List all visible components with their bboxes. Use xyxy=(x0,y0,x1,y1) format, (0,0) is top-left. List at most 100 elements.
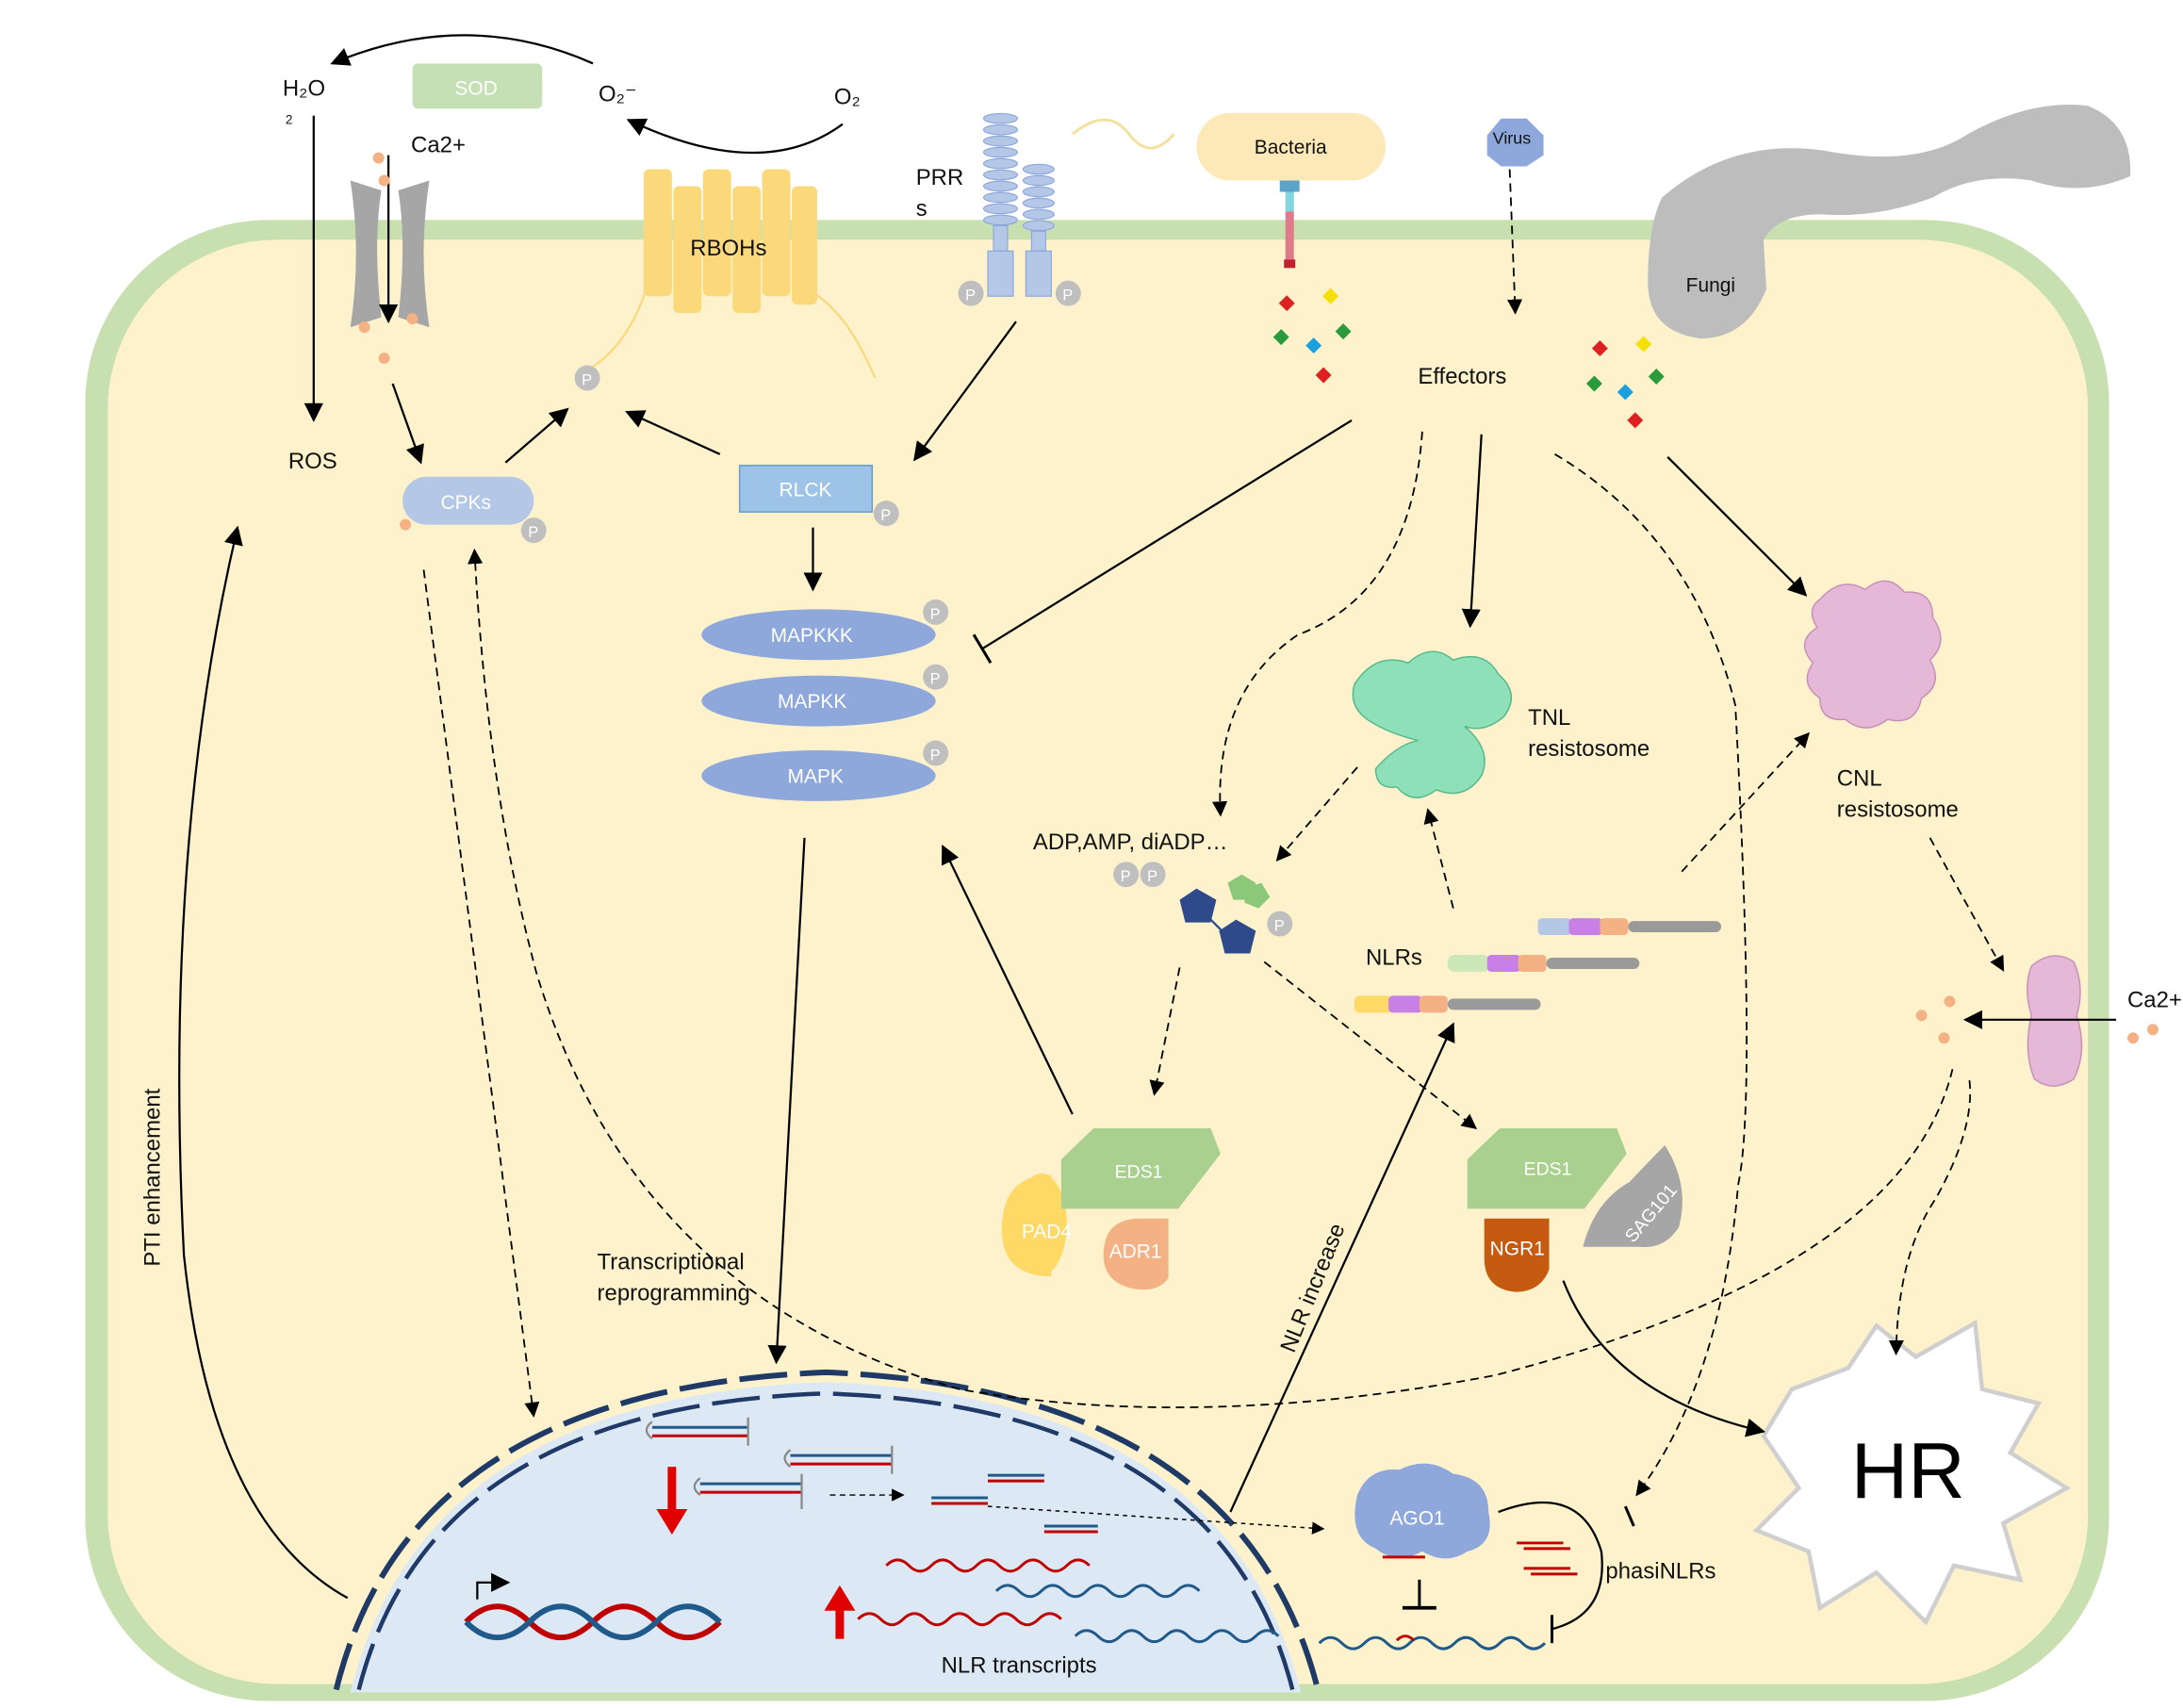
mapkkk-phospho xyxy=(923,599,949,625)
nlrs-label: NLRs xyxy=(1366,944,1422,970)
cytoplasm xyxy=(107,239,2089,1684)
virus: Virus xyxy=(1486,118,1544,167)
nlr-protein-1 xyxy=(1537,918,1722,936)
cpks-calcium xyxy=(400,518,412,531)
sod-label: SOD xyxy=(454,77,497,99)
cnl-calcium-channel xyxy=(2027,955,2083,1087)
phasinlrs-label: phasiNLRs xyxy=(1605,1558,1715,1584)
rbohs: RBOHs xyxy=(592,169,877,379)
solid-arrows xyxy=(178,320,1808,1600)
h2o-subscript: 2 xyxy=(286,113,292,127)
svg-text:P: P xyxy=(930,606,941,623)
rbohs-label: RBOHs xyxy=(690,236,766,261)
cnl-label-line1: CNL xyxy=(1837,765,1882,791)
o2-label: O₂ xyxy=(834,85,861,110)
tnl-label-line1: TNL xyxy=(1528,705,1570,731)
down-arrow-red xyxy=(656,1467,688,1535)
adr1 xyxy=(1103,1218,1169,1290)
dashed-arrows xyxy=(422,169,2005,1497)
mapkkk-label: MAPKKK xyxy=(771,625,853,647)
mapkkk xyxy=(701,609,936,661)
cpks-phospho xyxy=(520,517,547,544)
nlr-transcript-1 xyxy=(885,1558,1091,1573)
svg-text:P: P xyxy=(582,371,592,388)
svg-text:P: P xyxy=(1121,868,1131,885)
h2o-label: H₂O xyxy=(283,76,325,102)
target-mrna xyxy=(1318,1635,1547,1651)
nlr-protein-2 xyxy=(1447,954,1640,972)
fungi: Fungi xyxy=(1648,104,2131,339)
inhibit-bar-phasi xyxy=(1623,1505,1635,1527)
ca-label-top: Ca2+ xyxy=(411,133,466,158)
bacteria: Bacteria xyxy=(1071,112,1386,269)
eds1-left xyxy=(1060,1128,1221,1209)
eds1-right xyxy=(1467,1128,1627,1209)
svg-text:P: P xyxy=(1147,868,1157,885)
hr-burst xyxy=(1752,1319,2072,1626)
o2-minus-label: O₂⁻ xyxy=(599,82,637,107)
arrow-o2minus-to-h2o xyxy=(330,34,594,66)
small-molecule-structure xyxy=(1179,874,1271,954)
small-molecule-phospho-2 xyxy=(1140,862,1166,888)
small-molecule-phospho-3 xyxy=(1267,911,1293,937)
cpks xyxy=(402,476,534,525)
rlck xyxy=(738,465,874,513)
svg-text:P: P xyxy=(965,287,976,304)
prrs-label-line2: s xyxy=(916,196,927,222)
hairpin-rna-1 xyxy=(645,1417,749,1446)
ngr1 xyxy=(1484,1218,1550,1292)
nlr-transcript-4 xyxy=(1074,1629,1280,1644)
dna-helix xyxy=(464,1603,722,1641)
sag101 xyxy=(1583,1144,1682,1248)
calcium-ions-right xyxy=(1915,995,2158,1044)
ros-label: ROS xyxy=(288,449,337,474)
ca-label-right: Ca2+ xyxy=(2127,987,2182,1012)
phasi-small-rnas xyxy=(1517,1541,1578,1576)
hairpin-rna-3 xyxy=(693,1473,803,1510)
tnl-resistosome xyxy=(1352,650,1512,798)
bacteria-label: Bacteria xyxy=(1255,137,1327,158)
calcium-ions-top xyxy=(358,152,419,365)
rlck-phospho xyxy=(873,501,899,527)
svg-text:P: P xyxy=(528,524,538,541)
adr1-label: ADR1 xyxy=(1109,1241,1162,1263)
tss-arrow xyxy=(476,1572,511,1600)
nlr-transcripts-label: NLR transcripts xyxy=(942,1653,1097,1679)
phasi-loop xyxy=(1498,1501,1603,1631)
arrow-sirna-to-ago1 xyxy=(987,1505,1325,1535)
sod-box xyxy=(412,63,543,109)
eds1-label-right: EDS1 xyxy=(1524,1158,1572,1179)
fungi-label: Fungi xyxy=(1686,275,1735,297)
adp-label: ADP,AMP, diADP… xyxy=(1033,829,1228,855)
effectors-label: Effectors xyxy=(1418,364,1506,389)
cpks-label: CPKs xyxy=(440,492,491,514)
mapk-phospho xyxy=(923,740,949,766)
ngr1-label: NGR1 xyxy=(1490,1239,1545,1260)
prr-phospho-right xyxy=(1055,280,1081,306)
transcriptional-label-line1: Transcriptional xyxy=(598,1250,745,1275)
svg-text:P: P xyxy=(880,507,891,524)
virus-label: Virus xyxy=(1493,129,1532,148)
effector-inhibits-mapk xyxy=(972,419,1353,665)
pad4-label: PAD4 xyxy=(1022,1222,1072,1243)
rboh-phospho xyxy=(574,365,600,391)
nlr-transcript-2 xyxy=(994,1584,1201,1599)
small-molecule-phospho-1 xyxy=(1113,862,1140,888)
svg-text:P: P xyxy=(1274,918,1285,935)
svg-text:P: P xyxy=(930,747,941,764)
mapkk xyxy=(701,675,936,727)
svg-text:P: P xyxy=(1062,287,1073,304)
cnl-resistosome xyxy=(1803,580,1942,729)
rlck-label: RLCK xyxy=(780,480,832,501)
hairpin-rna-2 xyxy=(783,1445,894,1474)
nlr-transcript-3 xyxy=(857,1612,1062,1627)
ago1-label: AGO1 xyxy=(1389,1507,1444,1529)
mapk xyxy=(701,750,936,801)
sirna-duplexes xyxy=(931,1473,1098,1534)
mapk-label: MAPK xyxy=(788,765,844,787)
eds1-label-left: EDS1 xyxy=(1115,1161,1163,1182)
svg-text:P: P xyxy=(930,671,941,688)
ago1 xyxy=(1354,1463,1490,1559)
